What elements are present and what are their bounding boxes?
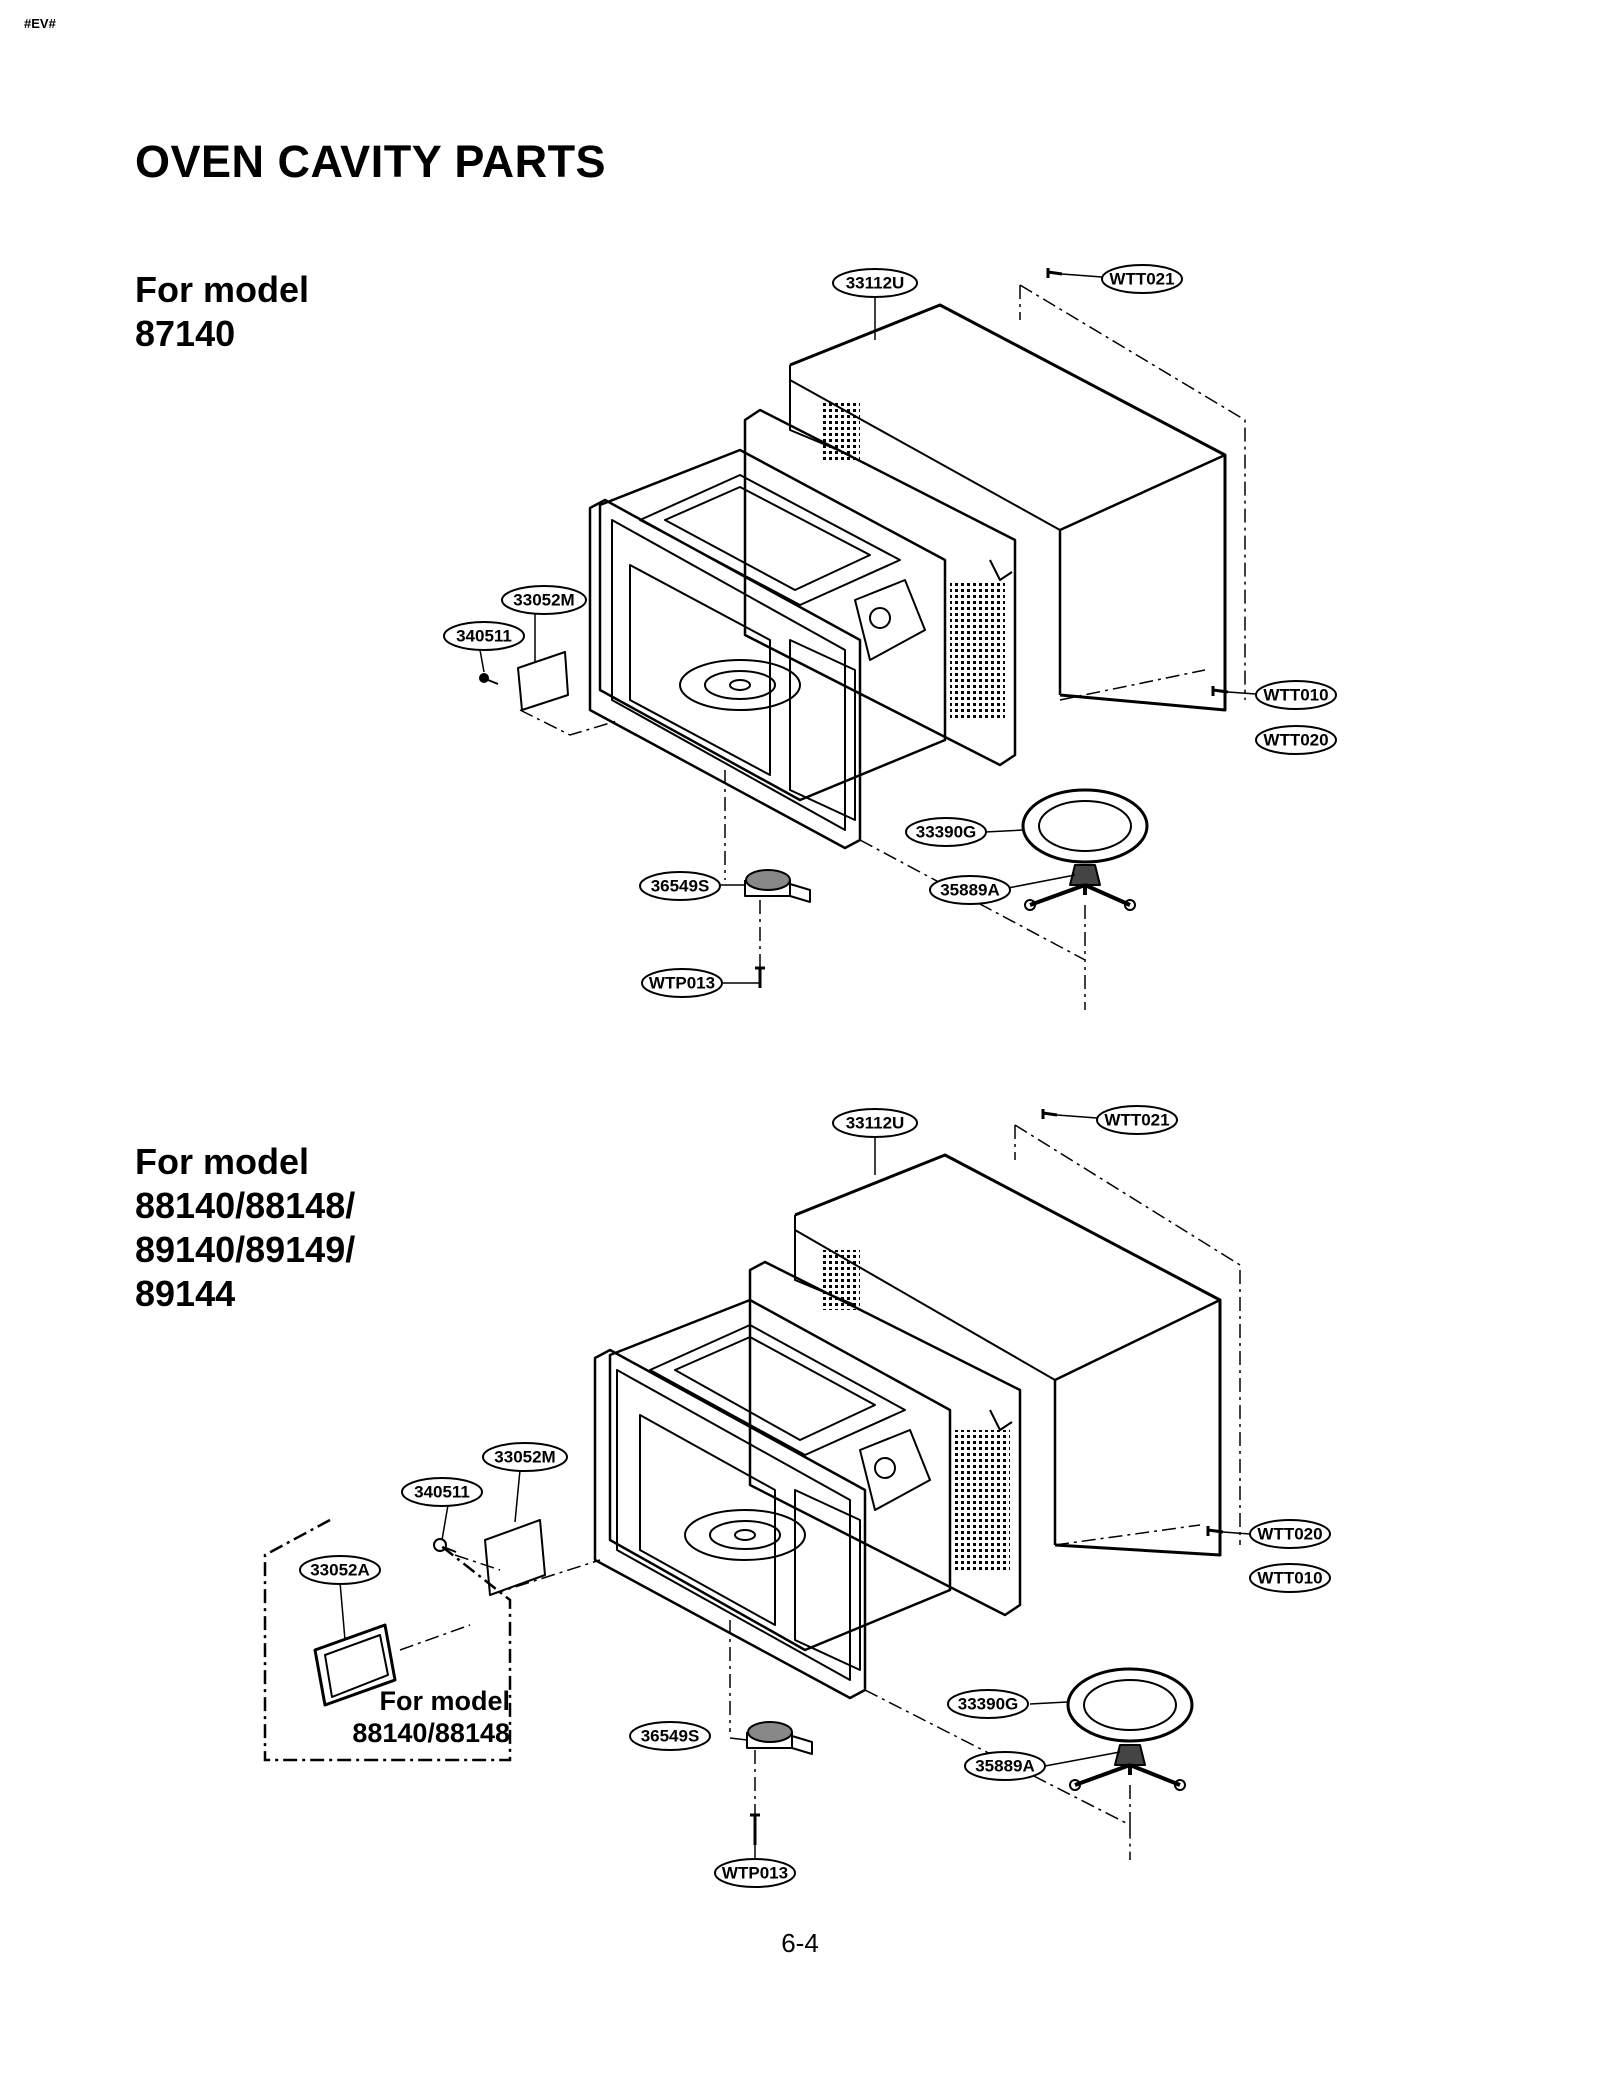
model-heading-line: 89144 xyxy=(135,1273,236,1314)
label-bubble xyxy=(1255,680,1337,710)
part-label: 33052M xyxy=(513,591,574,610)
part-label: WTT021 xyxy=(1104,1111,1169,1130)
turntable-tray xyxy=(1066,1667,1194,1743)
part-label: WTP013 xyxy=(722,1864,788,1883)
roller-ring xyxy=(1024,864,1136,911)
sub-model-line: 88140/88148 xyxy=(352,1718,510,1748)
label-bubble xyxy=(714,1858,796,1888)
page-number: 6-4 xyxy=(781,1928,819,1958)
inner-cavity xyxy=(598,448,947,821)
side-screw xyxy=(1206,1526,1224,1536)
part-label: 33390G xyxy=(916,823,977,842)
label-bubble xyxy=(1101,264,1183,294)
back-plate xyxy=(743,408,1017,767)
model-heading-b: For model 88140/88148/ 89140/89149/ 8914… xyxy=(135,1140,355,1316)
turntable-tray xyxy=(1021,788,1149,864)
top-screw xyxy=(1046,268,1063,278)
label-bubble xyxy=(482,1442,568,1472)
corner-code: #EV# xyxy=(24,16,56,31)
inner-cavity xyxy=(608,1298,952,1671)
part-label: WTP013 xyxy=(649,974,715,993)
cover-screw xyxy=(433,1538,457,1553)
model-heading-line: 87140 xyxy=(135,313,236,354)
waveguide-cover xyxy=(517,651,569,711)
part-label: 33112U xyxy=(846,1114,905,1133)
page-title: OVEN CAVITY PARTS xyxy=(135,136,607,187)
part-label: WTT010 xyxy=(1263,686,1328,705)
model-heading-line: 89140/89149/ xyxy=(135,1229,356,1270)
label-bubble xyxy=(832,268,918,298)
part-label: 340511 xyxy=(414,1483,470,1502)
part-label: 35889A xyxy=(940,881,1000,900)
sub-model-note: For model 88140/88148 xyxy=(330,1685,510,1749)
part-label: 36549S xyxy=(651,877,710,896)
label-bubble xyxy=(964,1751,1046,1781)
label-bubble xyxy=(905,817,987,847)
part-label: WTT020 xyxy=(1263,731,1328,750)
part-label: WTT010 xyxy=(1257,1569,1322,1588)
label-bubble xyxy=(639,871,721,901)
alt-waveguide-cover xyxy=(313,1623,397,1707)
label-bubble xyxy=(501,585,587,615)
label-bubble xyxy=(832,1108,918,1138)
exploded-diagram-a: 33112U WTT021 33052M 340511 WTT010 WTT02… xyxy=(443,264,1337,1010)
side-screw xyxy=(1211,686,1229,696)
label-bubble xyxy=(401,1477,483,1507)
turntable-motor xyxy=(746,1721,813,1755)
cabinet-outline xyxy=(789,303,1227,712)
part-label: 33390G xyxy=(958,1695,1019,1714)
motor-screw xyxy=(750,1813,760,1845)
label-bubble xyxy=(641,968,723,998)
turntable-motor xyxy=(744,869,811,903)
part-label: 35889A xyxy=(975,1757,1035,1776)
roller-ring xyxy=(1069,1744,1186,1791)
part-label: 33052A xyxy=(310,1561,370,1580)
label-bubble xyxy=(629,1721,711,1751)
back-plate xyxy=(748,1260,1022,1617)
part-label: 36549S xyxy=(641,1727,700,1746)
exploded-diagram-b: 33112U WTT021 33052M 340511 WTT020 WTT01… xyxy=(263,1105,1331,1888)
motor-screw xyxy=(755,966,765,988)
model-heading-line: For model xyxy=(135,269,310,310)
part-label: 33112U xyxy=(846,274,905,293)
cover-screw xyxy=(479,673,499,685)
top-screw xyxy=(1041,1109,1058,1119)
model-heading-line: 88140/88148/ xyxy=(135,1185,356,1226)
waveguide-cover xyxy=(484,1519,546,1596)
label-bubble xyxy=(1096,1105,1178,1135)
part-label: WTT020 xyxy=(1257,1525,1322,1544)
part-label: 340511 xyxy=(456,627,512,646)
label-bubble xyxy=(1249,1519,1331,1549)
label-bubble xyxy=(947,1689,1029,1719)
label-bubble xyxy=(443,621,525,651)
label-bubble xyxy=(1249,1563,1331,1593)
label-bubble xyxy=(1255,725,1337,755)
label-bubble xyxy=(299,1555,381,1585)
part-label: WTT021 xyxy=(1109,270,1174,289)
sub-model-line: For model xyxy=(379,1686,510,1716)
label-bubble xyxy=(929,875,1011,905)
part-label: 33052M xyxy=(494,1448,555,1467)
model-heading-a: For model 87140 xyxy=(135,268,309,356)
model-heading-line: For model xyxy=(135,1141,310,1182)
